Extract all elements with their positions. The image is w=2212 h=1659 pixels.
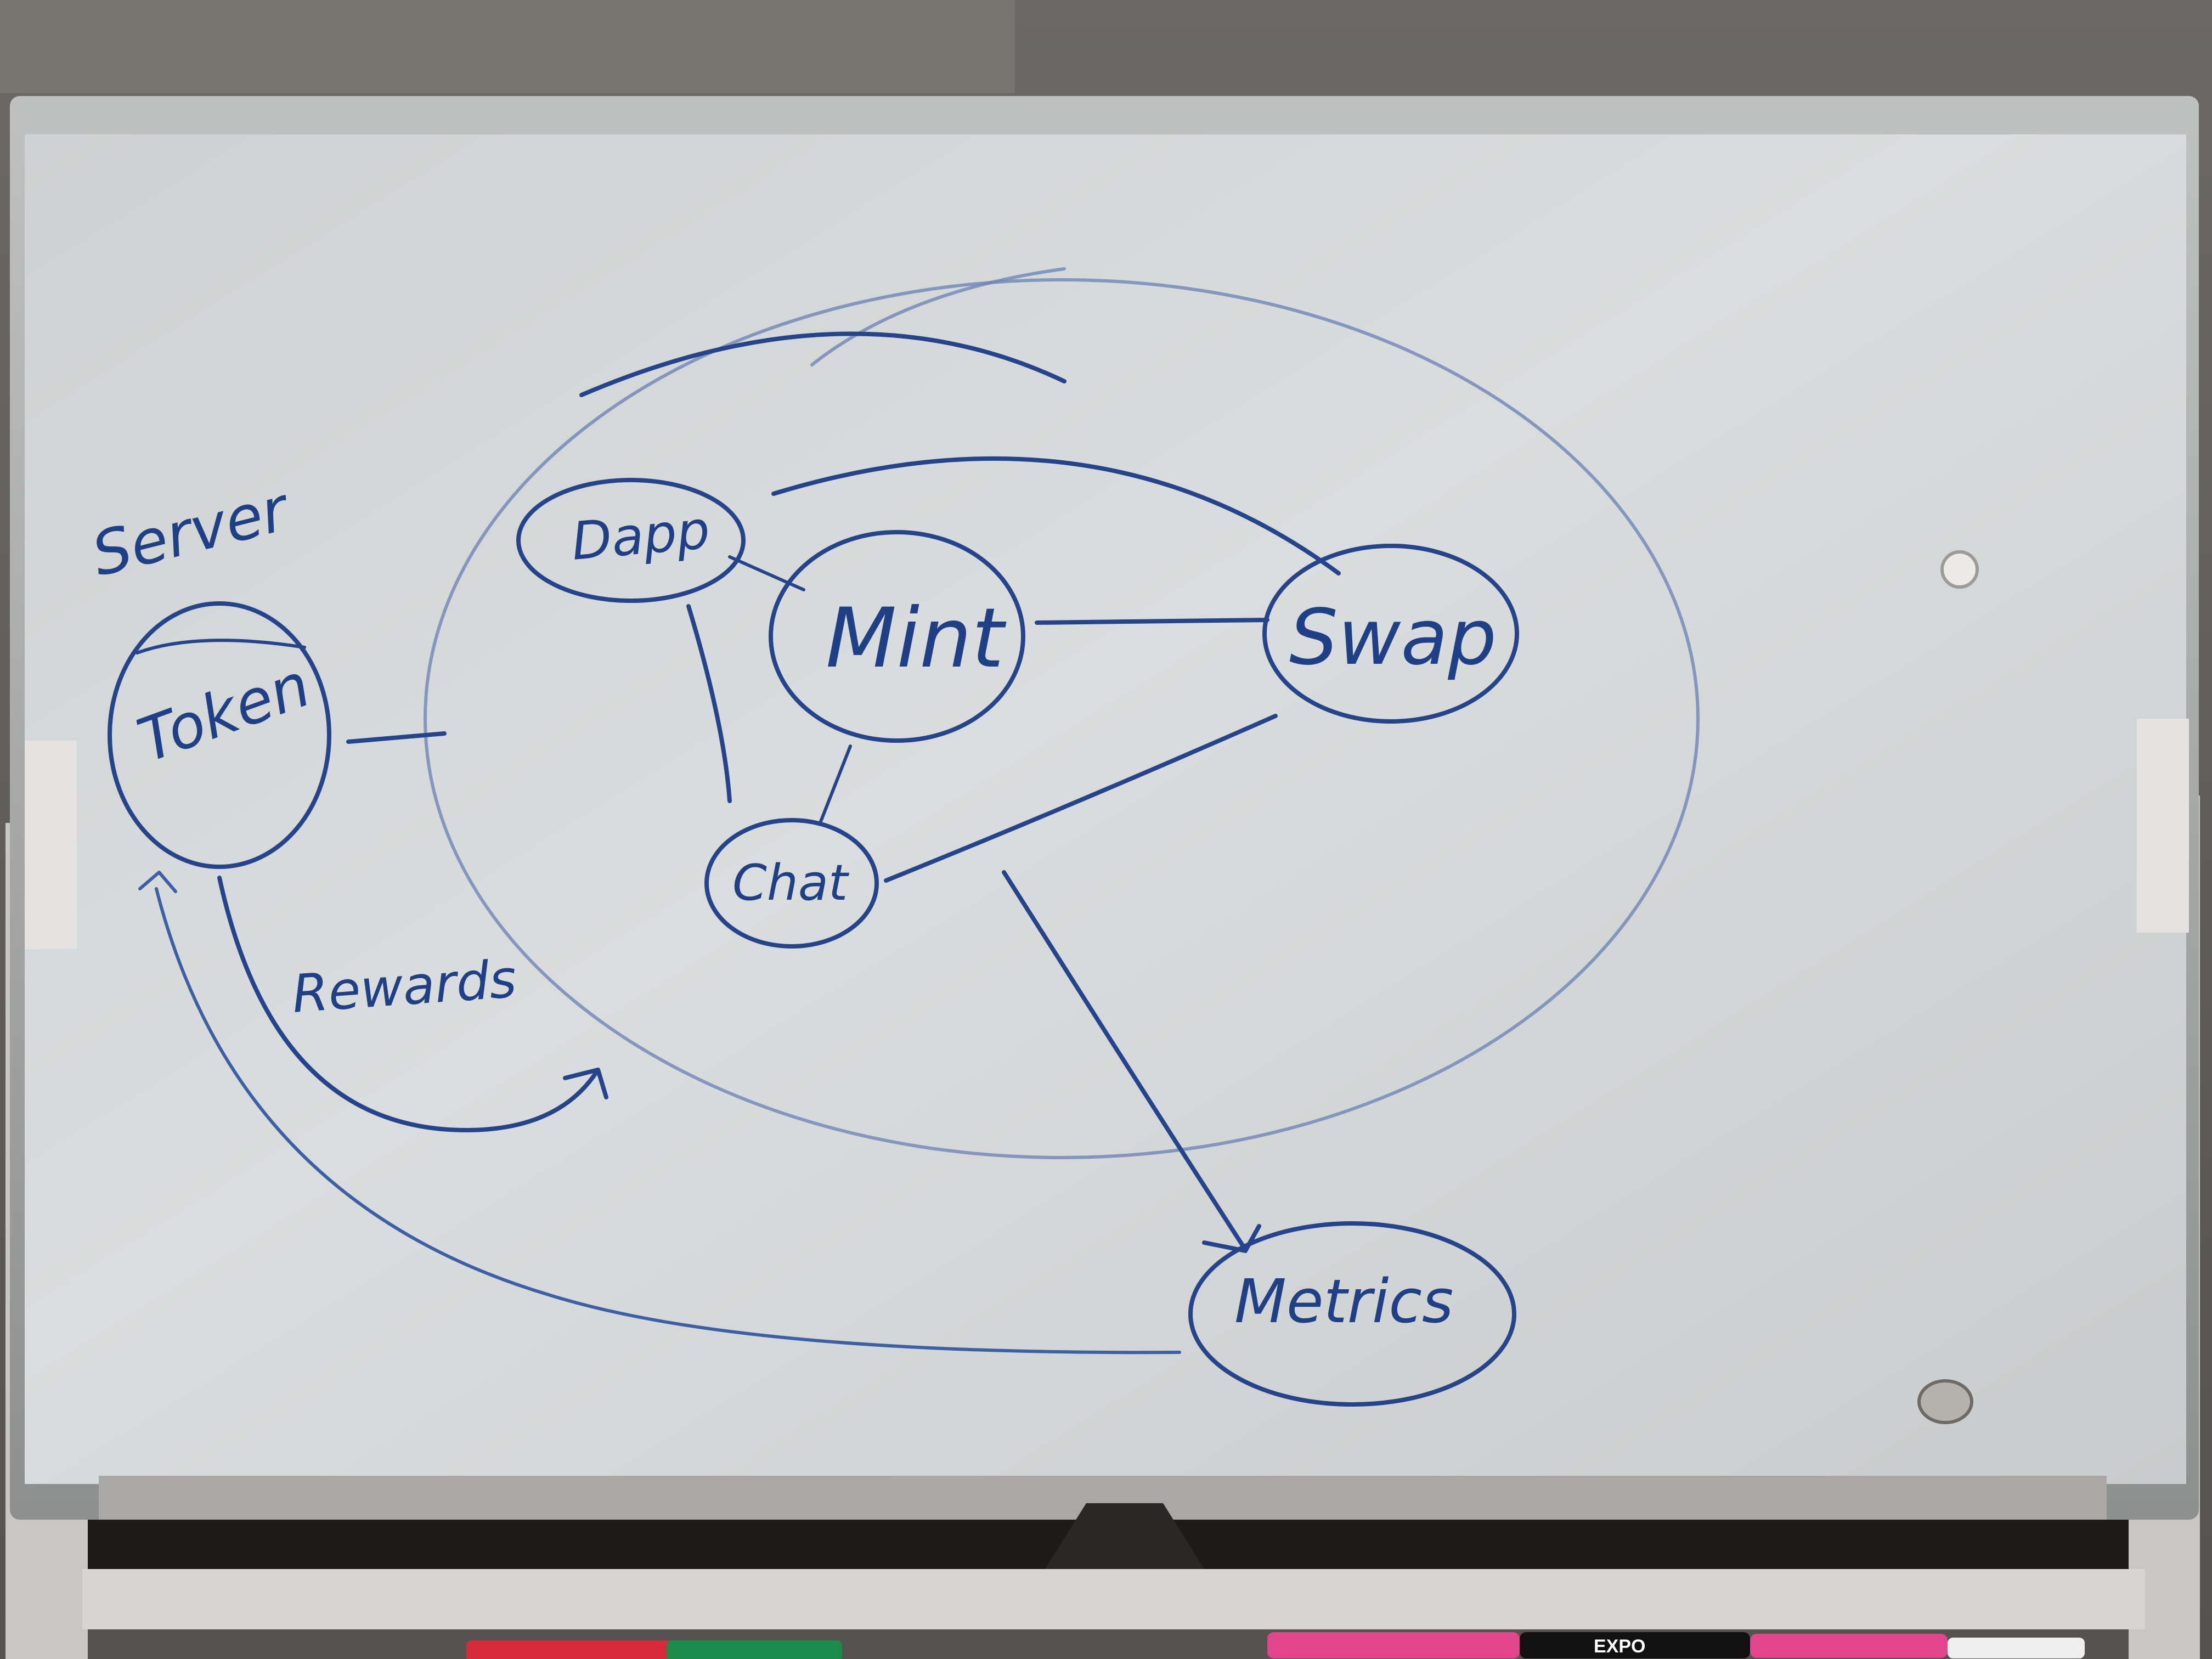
token-node-circle [108,601,331,869]
arc-top [579,331,1066,397]
chat-label: Chat [732,854,850,912]
token-to-ecosystem-line [346,731,447,744]
wall-top-shelf [0,0,1015,93]
ecosystem-to-metrics-arrow [1002,870,1245,1248]
tray-bracket [1045,1503,1204,1569]
left-clip [25,741,77,949]
green-marker [667,1640,842,1659]
dapp-to-chat-line [686,604,732,803]
magnet-clip [1917,1379,1973,1424]
stand-bottom-rail [82,1569,2145,1629]
rewards-arrowhead [563,1068,608,1099]
diagram [108,267,1700,1407]
metrics-arrowhead [1202,1224,1261,1253]
pink-marker [1267,1632,1520,1658]
right-clip [2137,719,2189,933]
rewards-arrow [217,876,600,1132]
magnet-knob [1940,550,1979,589]
red-marker [466,1640,675,1659]
black-marker [1520,1632,1750,1658]
metrics-to-token-arrow [155,887,1181,1355]
dapp-to-swap-arc [771,456,1341,575]
metrics-label: Metrics [1234,1266,1453,1336]
token-arrowhead [138,871,177,893]
ecosystem-circle-overlap [810,267,1066,366]
chat-node-circle [704,818,879,949]
dapp-node-circle [516,478,746,603]
marker-brand-text: EXPO [1594,1636,1645,1657]
mint-label: Mint [826,591,1007,686]
dapp-to-mint-line [728,555,805,591]
pink-marker-2 [1750,1634,1948,1658]
swap-node-circle [1262,544,1519,724]
server-underline [136,639,306,654]
chat-to-swap-line [884,714,1278,883]
dapp-label: Dapp [569,500,712,572]
swap-label: Swap [1289,593,1497,682]
white-marker [1948,1638,2085,1658]
whiteboard-surface [25,134,2186,1484]
mint-to-swap-line [1035,618,1269,625]
metrics-node-circle [1188,1221,1516,1407]
mint-to-chat-line [819,744,852,825]
mint-node-circle [769,530,1025,743]
ecosystem-circle [424,278,1700,1159]
